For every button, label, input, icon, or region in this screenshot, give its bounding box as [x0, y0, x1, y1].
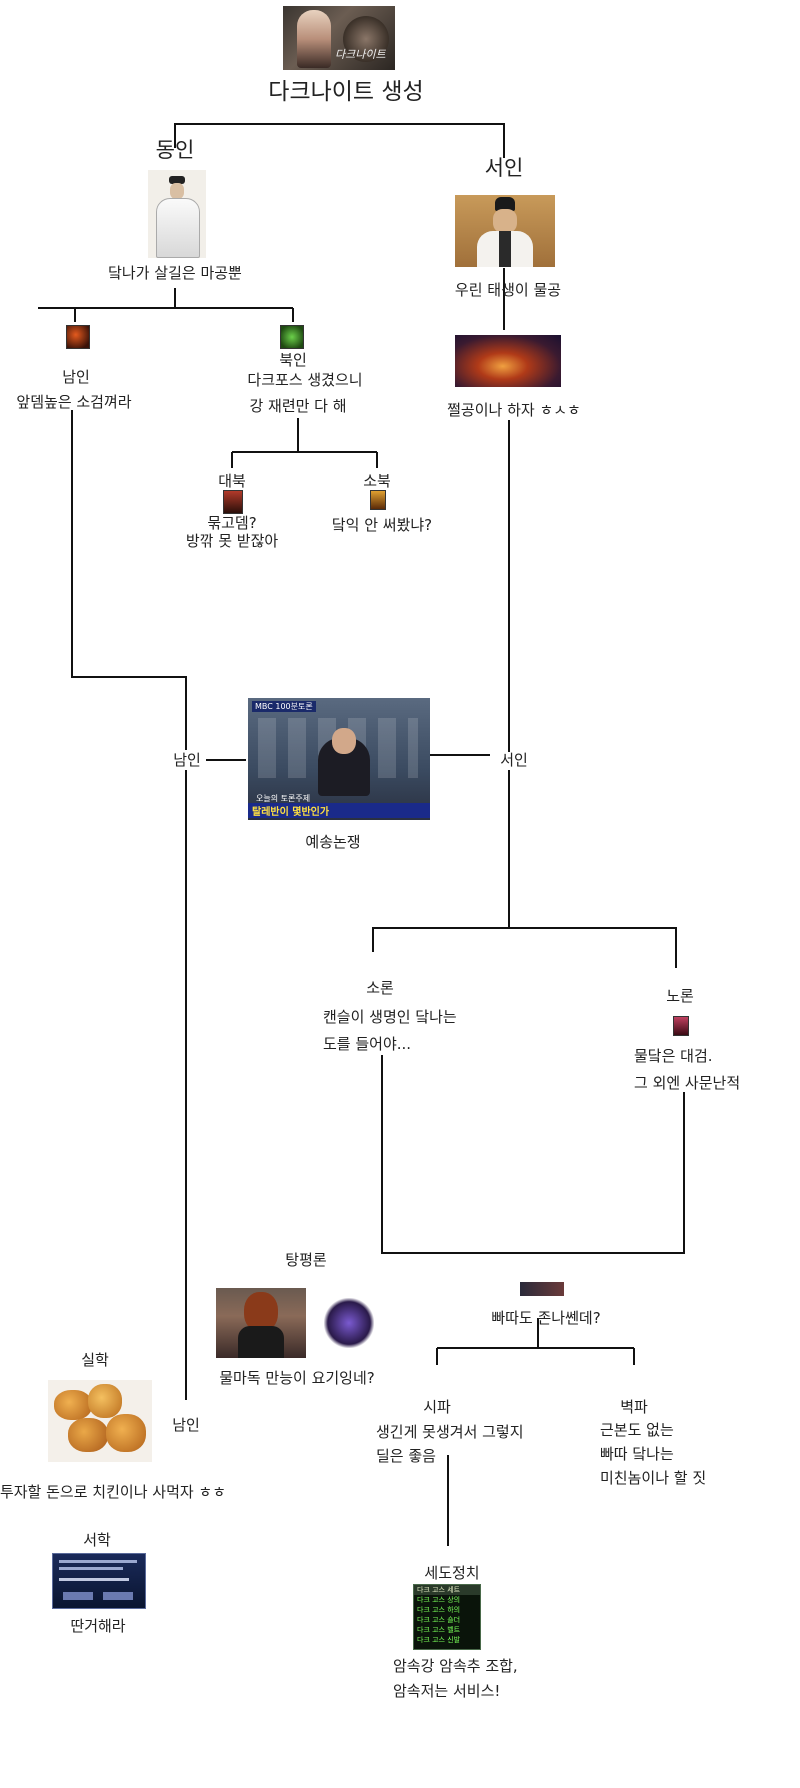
tv-banner-text: MBC 100분토론: [252, 701, 316, 712]
byeokpa-line-3: 미친놈이나 할 짓: [600, 1469, 707, 1487]
tangpyeong-image-right: [306, 1288, 388, 1358]
set-item-0: 다크 고스 세트: [414, 1585, 480, 1595]
seohak-dialog-image: [52, 1553, 146, 1609]
soron-label: 소론: [366, 979, 394, 997]
seoin-sub-caption: 쩔공이나 하자 ㅎㅅㅎ: [447, 401, 581, 419]
sedo-label: 세도정치: [424, 1564, 480, 1582]
dongin-label: 동인: [155, 138, 195, 162]
tv-subtitle-text: 오늘의 토론주제: [256, 794, 311, 803]
soron-line-2: 도를 들어야...: [323, 1035, 412, 1053]
chicken-image: [48, 1380, 152, 1462]
namin-2-label: 남인: [172, 1416, 200, 1434]
sipa-label: 시파: [423, 1398, 451, 1416]
bukin-line-2: 강 재련만 다 해: [249, 397, 347, 415]
seoin-portrait: [455, 195, 555, 267]
set-item-5: 다크 고스 신발: [417, 1636, 461, 1644]
sipa-line-1: 생긴게 못생겨서 그렇지: [376, 1423, 524, 1441]
daebuk-skill-icon: [223, 490, 243, 514]
byeokpa-line-1: 근본도 없는: [600, 1421, 674, 1439]
ppata-item-image: [520, 1282, 564, 1296]
tangpyeong-image-left: [216, 1288, 306, 1358]
byeokpa-line-2: 빠따 닼나는: [600, 1445, 674, 1463]
set-item-1: 다크 고스 상의: [417, 1596, 461, 1604]
debate-tv-screenshot: MBC 100분토론 오늘의 토론주제 탈레반이 몇반인가: [248, 698, 430, 820]
daebuk-label: 대북: [218, 472, 246, 490]
byeokpa-label: 벽파: [620, 1398, 648, 1416]
sipa-line-2: 딜은 좋음: [376, 1447, 436, 1465]
sobuk-caption: 닼익 안 써봤냐?: [331, 516, 433, 534]
seoin-label: 서인: [484, 156, 524, 180]
dark-knight-portrait: 다크나이트: [283, 6, 395, 70]
seoin-battle-image: [455, 335, 561, 387]
bukin-line-1: 다크포스 생겼으니: [247, 371, 363, 389]
daebuk-line-1: 묶고뎀?: [207, 514, 257, 532]
noron-skill-icon: [673, 1016, 689, 1036]
logo-text: 다크나이트: [335, 48, 386, 61]
set-item-4: 다크 고스 벨트: [417, 1626, 461, 1634]
bukin-label: 북인: [279, 351, 307, 369]
seoin-caption: 우린 태생이 물공: [454, 281, 562, 299]
sobuk-skill-icon: [370, 490, 386, 510]
set-item-list: 다크 고스 세트 다크 고스 상의 다크 고스 하의 다크 고스 숄더 다크 고…: [413, 1584, 481, 1650]
tangpyeong-label: 탕평론: [285, 1251, 327, 1269]
seohak-label: 서학: [83, 1531, 111, 1549]
noron-line-1: 물닼은 대검.: [634, 1047, 713, 1065]
namin-caption: 앞뎀높은 소검껴라: [16, 393, 132, 411]
set-item-3: 다크 고스 숄더: [417, 1616, 461, 1624]
debate-left-label: 남인: [173, 751, 201, 769]
daebuk-line-2: 방깎 못 받잖아: [185, 532, 279, 550]
silhak-caption: 투자할 돈으로 치킨이나 사먹자 ㅎㅎ: [0, 1483, 227, 1501]
set-item-2: 다크 고스 하의: [417, 1606, 461, 1614]
dongin-portrait: [148, 170, 206, 258]
sedo-line-1: 암속강 암속추 조합,: [393, 1657, 518, 1675]
sobuk-label: 소북: [363, 472, 391, 490]
sedo-line-2: 암속저는 서비스!: [393, 1682, 501, 1700]
noron-line-2: 그 외엔 사문난적: [634, 1074, 741, 1092]
soron-line-1: 캔슬이 생명인 닼나는: [323, 1008, 457, 1026]
namin-label: 남인: [62, 368, 90, 386]
noron-label: 노론: [666, 987, 694, 1005]
bukin-skill-icon: [280, 325, 304, 349]
tv-topic-text: 탈레반이 몇반인가: [248, 803, 430, 818]
dongin-caption: 닼나가 살길은 마공뿐: [108, 264, 242, 282]
debate-caption: 예송논쟁: [305, 833, 361, 851]
page-title: 다크나이트 생성: [268, 79, 424, 105]
ppata-caption: 빠따도 존나쎈데?: [491, 1309, 601, 1327]
tangpyeong-caption: 물마독 만능이 요기잉네?: [219, 1369, 375, 1387]
silhak-label: 실학: [81, 1351, 109, 1369]
seohak-caption: 딴거해라: [70, 1617, 126, 1635]
debate-right-label: 서인: [500, 751, 528, 769]
namin-skill-icon: [66, 325, 90, 349]
